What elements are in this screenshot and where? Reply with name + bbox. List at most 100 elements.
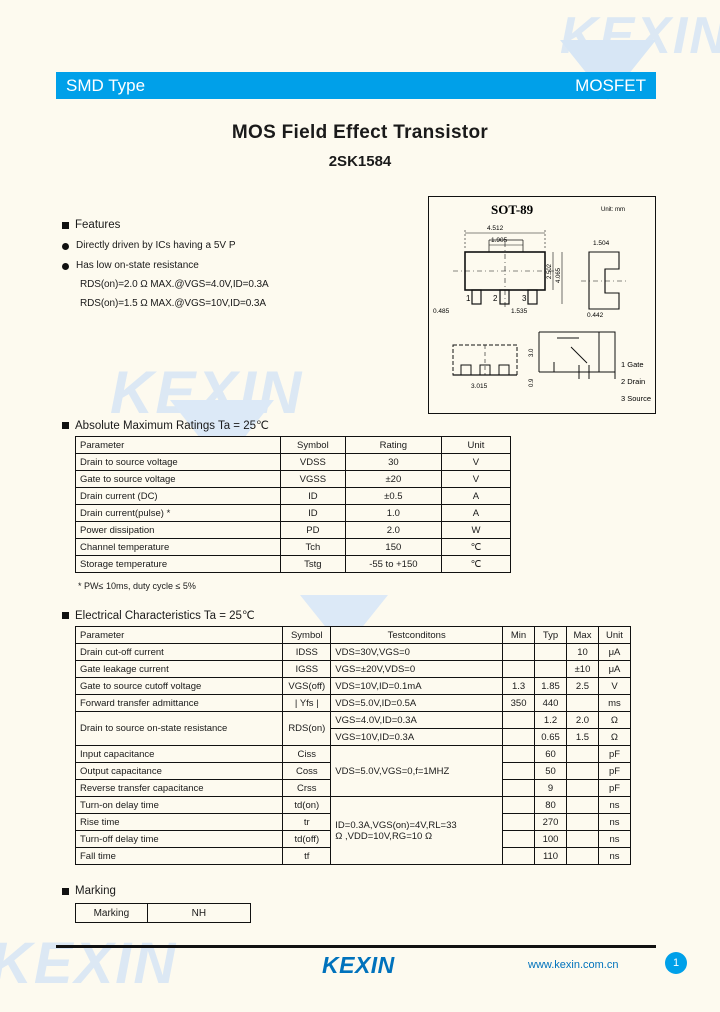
package-outline-drawing: SOT-89 Unit: mm 4.512 1.905 1 2 3 2 bbox=[428, 196, 656, 414]
cell-symbol: IGSS bbox=[282, 660, 332, 678]
cell-symbol: Ciss bbox=[282, 745, 332, 763]
cell-condition-line2: Ω ,VDD=10V,RG=10 Ω bbox=[335, 830, 433, 842]
kexin-logo: KEXIN bbox=[322, 952, 395, 978]
cell-unit: A bbox=[440, 487, 512, 505]
cell-parameter: Forward transfer admittance bbox=[74, 694, 284, 712]
cell-symbol: tf bbox=[282, 847, 332, 865]
cell-max bbox=[566, 847, 599, 865]
cell-rating: 1.0 bbox=[344, 504, 442, 522]
cell-unit: ℃ bbox=[440, 538, 512, 556]
cell-parameter: Drain to source voltage bbox=[75, 453, 281, 471]
pin-label-2: 2 Drain bbox=[621, 377, 645, 386]
cell-min bbox=[502, 813, 536, 831]
cell-max bbox=[566, 779, 599, 797]
cell-typ: 110 bbox=[534, 847, 567, 865]
package-svg: SOT-89 Unit: mm 4.512 1.905 1 2 3 2 bbox=[433, 202, 651, 403]
cell-condition-line1: ID=0.3A,VGS(on)=4V,RL=33 bbox=[335, 819, 457, 831]
cell-parameter: Power dissipation bbox=[75, 521, 281, 539]
table-row: Gate leakage current IGSS VGS=±20V,VDS=0… bbox=[74, 660, 632, 678]
square-bullet-icon bbox=[62, 221, 69, 229]
dim-pin-right: 1.535 bbox=[511, 308, 528, 315]
feature-item-label: Directly driven by ICs having a 5V P bbox=[76, 240, 236, 251]
cell-min bbox=[502, 762, 536, 780]
abs-max-heading: Absolute Maximum Ratings Ta = 25℃ bbox=[62, 418, 269, 432]
features-heading-label: Features bbox=[75, 219, 121, 231]
website-url[interactable]: www.kexin.com.cn bbox=[528, 959, 619, 971]
page-title: MOS Field Effect Transistor bbox=[231, 122, 489, 143]
svg-text:2: 2 bbox=[493, 294, 498, 303]
cell-condition: VDS=5.0V,VGS=0,f=1MHZ bbox=[330, 745, 504, 797]
cell-max: 1.5 bbox=[566, 728, 599, 746]
cell-condition: VDS=5.0V,ID=0.5A bbox=[330, 694, 504, 712]
cell-max bbox=[566, 694, 599, 712]
dim-pin-left: 0.485 bbox=[433, 308, 450, 315]
cell-min bbox=[502, 728, 536, 746]
marking-heading: Marking bbox=[62, 885, 116, 897]
table-row: Drain cut-off current IDSS VDS=30V,VGS=0… bbox=[74, 643, 632, 661]
cell-unit: V bbox=[440, 453, 512, 471]
cell-min bbox=[502, 660, 536, 678]
cell-symbol: Tch bbox=[279, 538, 346, 556]
table-row: Storage temperature Tstg -55 to +150 ℃ bbox=[75, 555, 512, 573]
dim-top-inner: 1.905 bbox=[491, 237, 508, 244]
cell-symbol: Crss bbox=[282, 779, 332, 797]
cell-min bbox=[502, 711, 536, 729]
col-parameter: Parameter bbox=[74, 626, 284, 644]
cell-symbol: RDS(on) bbox=[282, 711, 332, 746]
cell-parameter: Input capacitance bbox=[74, 745, 284, 763]
feature-item-label: Has low on-state resistance bbox=[76, 260, 199, 271]
col-unit: Unit bbox=[597, 626, 632, 644]
electrical-characteristics-table: Parameter Symbol Testconditons Min Typ M… bbox=[74, 626, 632, 865]
cell-max bbox=[566, 830, 599, 848]
table-row: Input capacitance Ciss VDS=5.0V,VGS=0,f=… bbox=[74, 745, 632, 797]
cell-unit: V bbox=[440, 470, 512, 488]
cell-max: 10 bbox=[566, 643, 599, 661]
cell-condition: VGS=4.0V,ID=0.3A bbox=[330, 711, 504, 729]
dim-sch-upper: 3.0 bbox=[529, 348, 535, 357]
page-number-badge: 1 bbox=[665, 952, 687, 974]
cell-rating: -55 to +150 bbox=[344, 555, 442, 573]
cell-unit: pF bbox=[597, 745, 632, 763]
col-typ: Typ bbox=[534, 626, 567, 644]
part-number: 2SK1584 bbox=[328, 153, 392, 170]
cell-rating: ±0.5 bbox=[344, 487, 442, 505]
feature-subitem: RDS(on)=2.0 Ω MAX.@VGS=4.0V,ID=0.3A bbox=[80, 279, 269, 290]
table-row: Drain current (DC) ID ±0.5 A bbox=[75, 487, 512, 505]
table-row: Drain to source voltage VDSS 30 V bbox=[75, 453, 512, 471]
cell-parameter: Drain to source on-state resistance bbox=[74, 711, 284, 746]
cell-condition: ID=0.3A,VGS(on)=4V,RL=33 Ω ,VDD=10V,RG=1… bbox=[330, 796, 504, 865]
cell-symbol: td(off) bbox=[282, 830, 332, 848]
table-row: Drain current(pulse) * ID 1.0 A bbox=[75, 504, 512, 522]
square-bullet-icon bbox=[62, 887, 69, 895]
cell-min bbox=[502, 830, 536, 848]
dim-height-outer: 4.065 bbox=[556, 267, 562, 283]
table-row: Power dissipation PD 2.0 W bbox=[75, 521, 512, 539]
cell-condition: VGS=±20V,VDS=0 bbox=[330, 660, 504, 678]
cell-typ: 60 bbox=[534, 745, 567, 763]
cell-symbol: VGSS bbox=[279, 470, 346, 488]
cell-symbol: VDSS bbox=[279, 453, 346, 471]
table-row: Gate to source voltage VGSS ±20 V bbox=[75, 470, 512, 488]
cell-typ: 50 bbox=[534, 762, 567, 780]
cell-typ: 1.85 bbox=[534, 677, 567, 695]
cell-typ: 80 bbox=[534, 796, 567, 814]
cell-parameter: Gate to source voltage bbox=[75, 470, 281, 488]
table-row: Drain to source on-state resistance RDS(… bbox=[74, 711, 632, 746]
table-row: Marking NH bbox=[75, 903, 252, 923]
svg-text:3: 3 bbox=[522, 294, 527, 303]
cell-symbol: | Yfs | bbox=[282, 694, 332, 712]
feature-item: Directly driven by ICs having a 5V P bbox=[62, 240, 269, 251]
cell-unit: A bbox=[440, 504, 512, 522]
col-testconditions: Testconditons bbox=[330, 626, 504, 644]
cell-typ bbox=[534, 660, 567, 678]
cell-symbol: tr bbox=[282, 813, 332, 831]
cell-symbol: Tstg bbox=[279, 555, 346, 573]
banner-right-label: MOSFET bbox=[575, 75, 646, 95]
cell-parameter: Drain current (DC) bbox=[75, 487, 281, 505]
cell-typ: 1.2 bbox=[534, 711, 567, 729]
absolute-maximum-ratings-table: Parameter Symbol Rating Unit Drain to so… bbox=[75, 436, 512, 573]
cell-rating: ±20 bbox=[344, 470, 442, 488]
cell-unit: ns bbox=[597, 813, 632, 831]
marking-heading-label: Marking bbox=[75, 885, 116, 897]
